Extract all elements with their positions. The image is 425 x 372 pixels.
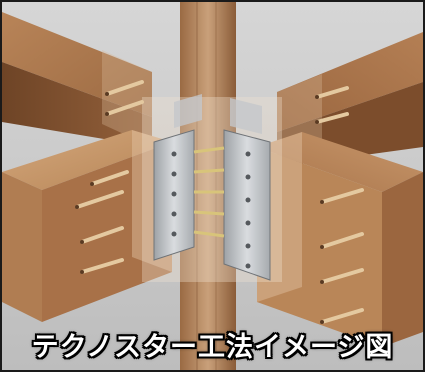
joint-illustration [2,2,423,370]
image-caption: テクノスター工法イメージ図 [31,332,394,363]
